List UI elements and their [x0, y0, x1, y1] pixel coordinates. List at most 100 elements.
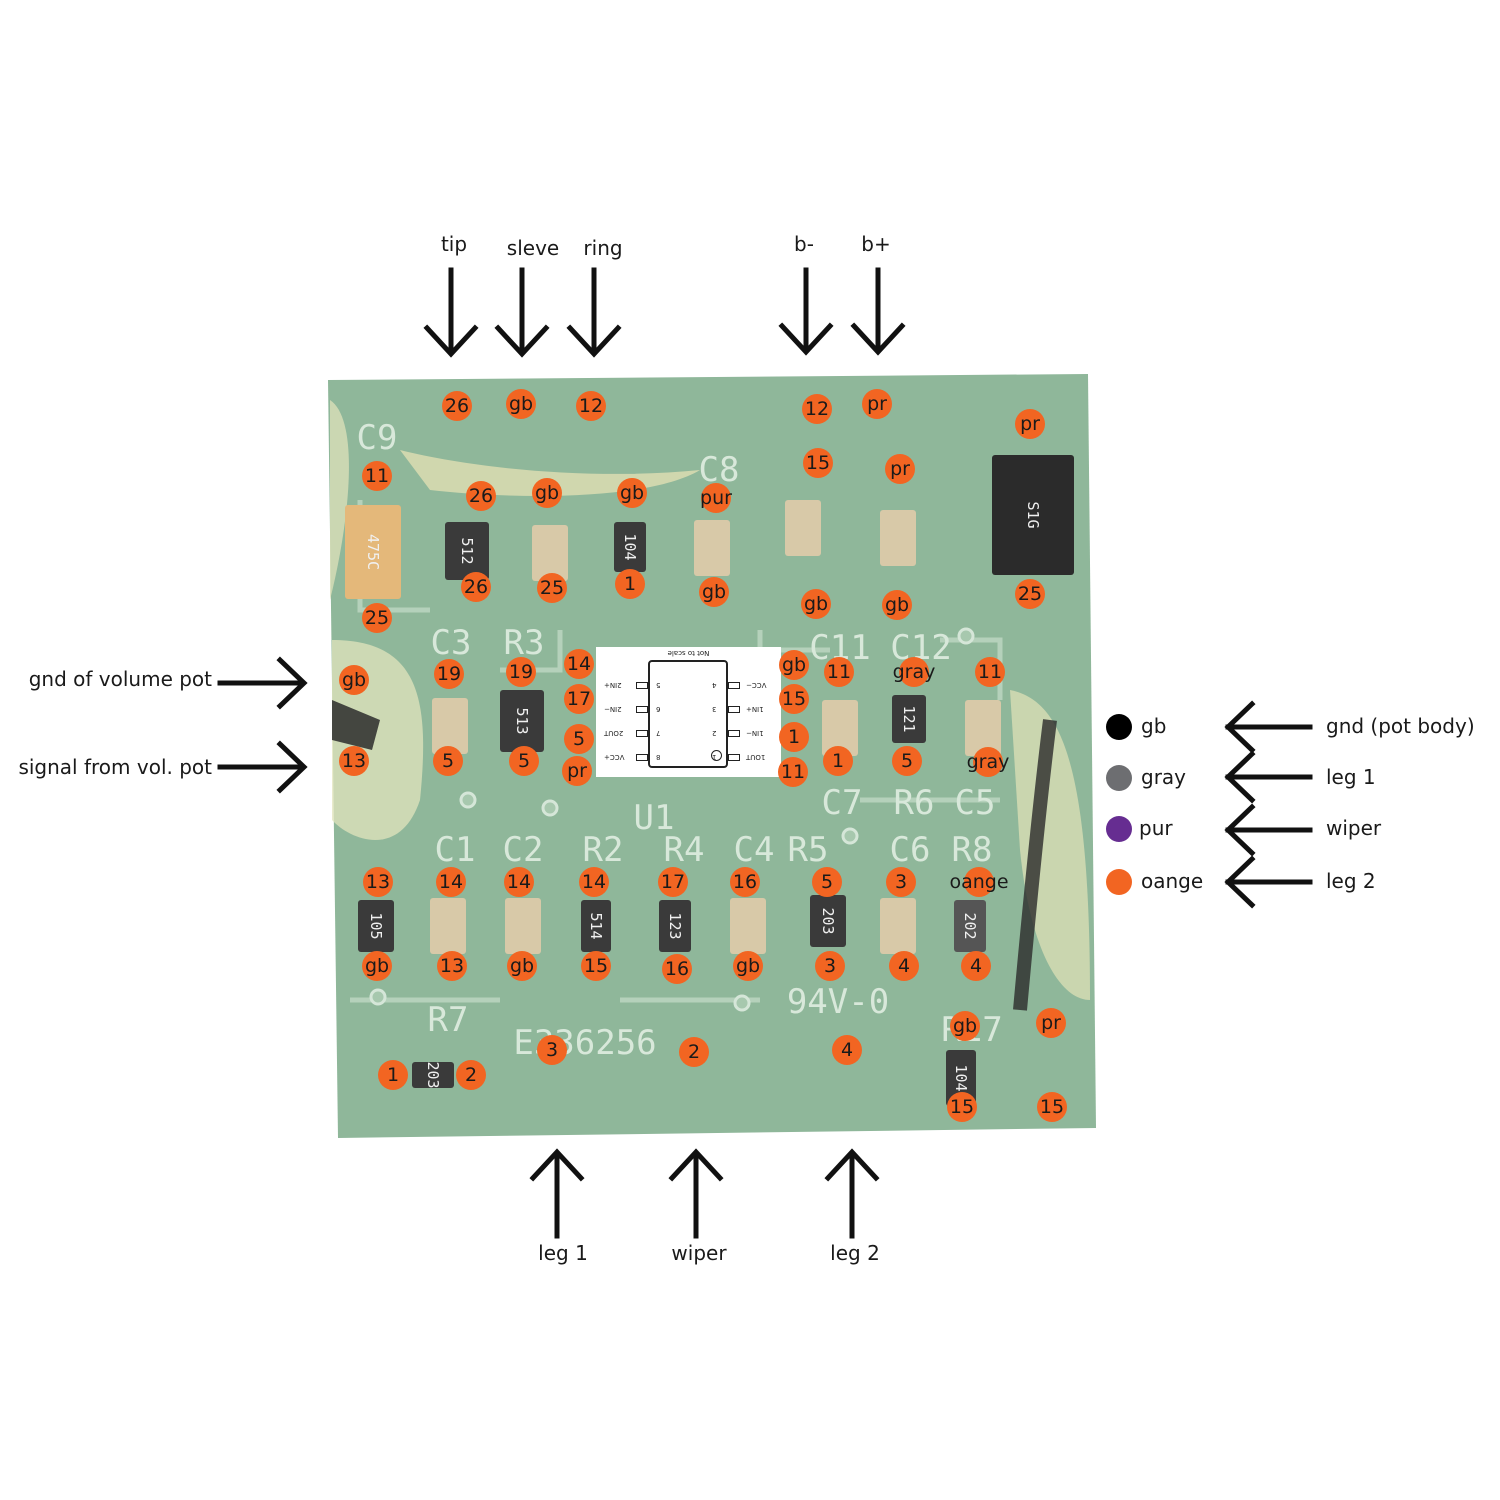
ceramic-capacitor: [532, 525, 568, 581]
smd-component: [412, 1062, 454, 1088]
pad-marker: [658, 867, 688, 897]
legend-swatch: [1106, 765, 1132, 791]
pad-marker: [679, 1037, 709, 1067]
chip-pin-number: 4: [712, 681, 717, 689]
pad-label: gray: [892, 661, 936, 683]
pad-marker: [562, 756, 592, 786]
pad-label: 15: [805, 452, 831, 474]
chip-pin: [636, 754, 648, 761]
chip-pin1-marker: [711, 750, 722, 761]
pad-marker: [434, 659, 464, 689]
pad-marker: [803, 448, 833, 478]
pad-marker: [975, 657, 1005, 687]
ceramic-capacitor: [880, 510, 916, 566]
pad-label: 14: [566, 653, 592, 675]
pad-label: gb: [952, 1015, 978, 1037]
chip-pin-label: 2IN+: [604, 681, 622, 689]
pad-label: 4: [897, 955, 911, 977]
arrow-leg2-bottom: [824, 1148, 880, 1239]
silkscreen-label: 94V-0: [786, 982, 890, 1022]
pad-label: 19: [436, 663, 462, 685]
pad-label: 4: [840, 1039, 854, 1061]
pad-label: 16: [732, 871, 758, 893]
pad-marker: [576, 391, 606, 421]
arrow-wiper-bottom: [668, 1148, 724, 1239]
pad-marker: [778, 757, 808, 787]
pad-label: pr: [890, 458, 910, 480]
component-marking: 514: [587, 912, 605, 940]
pad-marker: [802, 394, 832, 424]
silkscreen-label: R3: [503, 623, 545, 663]
pad-label: 25: [1017, 583, 1043, 605]
pad-marker: [733, 951, 763, 981]
smd-component: [614, 522, 646, 572]
pad-marker: [461, 572, 491, 602]
component-marking: 104: [621, 533, 639, 561]
pad-marker: [947, 1092, 977, 1122]
pad-label: 2: [464, 1064, 478, 1086]
chip-pin-label: 2OUT: [604, 729, 624, 737]
component-marking: 104: [952, 1064, 970, 1092]
pad-marker: [378, 1060, 408, 1090]
smd-component: [500, 690, 544, 752]
pad-label: gb: [534, 482, 560, 504]
pad-marker: [436, 867, 466, 897]
pad-marker: [581, 951, 611, 981]
pad-marker: [506, 389, 536, 419]
pad-label: 26: [444, 395, 470, 417]
pad-marker: [964, 867, 994, 897]
chip-pin-label: 1IN−: [746, 729, 764, 737]
pad-marker: [885, 454, 915, 484]
pad-label: 16: [664, 958, 690, 980]
smd-component: [581, 900, 611, 952]
top-connection-label: b+: [861, 232, 891, 256]
pad-marker: [1015, 579, 1045, 609]
smd-component: [345, 505, 401, 599]
arrow-b-plus: [850, 267, 906, 356]
pad-label: 1: [831, 750, 845, 772]
silkscreen-label: C2: [502, 830, 544, 870]
pad-label: oange: [949, 871, 1009, 893]
chip-pin: [636, 682, 648, 689]
pad-marker: [433, 746, 463, 776]
silkscreen-label: R2: [582, 830, 624, 870]
pad-label: 11: [826, 661, 852, 683]
arrow-b-minus: [778, 267, 834, 356]
pad-label: gb: [803, 593, 829, 615]
pad-marker: [950, 1011, 980, 1041]
chip-pin-number: 7: [656, 729, 661, 737]
pad-marker: [615, 569, 645, 599]
silkscreen-label: E336256: [513, 1023, 657, 1063]
pad-label: 15: [1039, 1096, 1065, 1118]
smd-component: [992, 455, 1074, 575]
pad-label: 17: [566, 688, 592, 710]
top-connection-label: ring: [583, 236, 623, 260]
chip-note: Not to scale: [667, 649, 710, 657]
component-marking: 475C: [364, 533, 382, 571]
pad-label: gb: [884, 594, 910, 616]
pad-label: 5: [900, 750, 914, 772]
ceramic-capacitor: [785, 500, 821, 556]
pad-marker: [699, 577, 729, 607]
chip-pin-number: 3: [712, 705, 717, 713]
legend-meaning: leg 2: [1326, 869, 1376, 893]
pad-marker: [363, 867, 393, 897]
pad-label: gb: [341, 669, 367, 691]
ceramic-capacitor: [880, 898, 916, 954]
bottom-connection-label: wiper: [671, 1241, 727, 1265]
silkscreen-label: R4: [663, 830, 705, 870]
component-marking: S1G: [1024, 501, 1042, 529]
pad-label: 15: [781, 688, 807, 710]
legend-label: gb: [1141, 714, 1167, 738]
component-marking: 105: [367, 912, 385, 940]
component-marking: 121: [900, 705, 918, 733]
pad-marker: [1037, 1092, 1067, 1122]
pad-marker: [815, 951, 845, 981]
component-marking: 513: [513, 707, 531, 735]
pad-marker: [339, 665, 369, 695]
left-connection-label: signal from vol. pot: [18, 755, 212, 779]
pad-label: 17: [660, 871, 686, 893]
pad-label: 5: [572, 728, 586, 750]
legend-swatch: [1106, 714, 1132, 740]
